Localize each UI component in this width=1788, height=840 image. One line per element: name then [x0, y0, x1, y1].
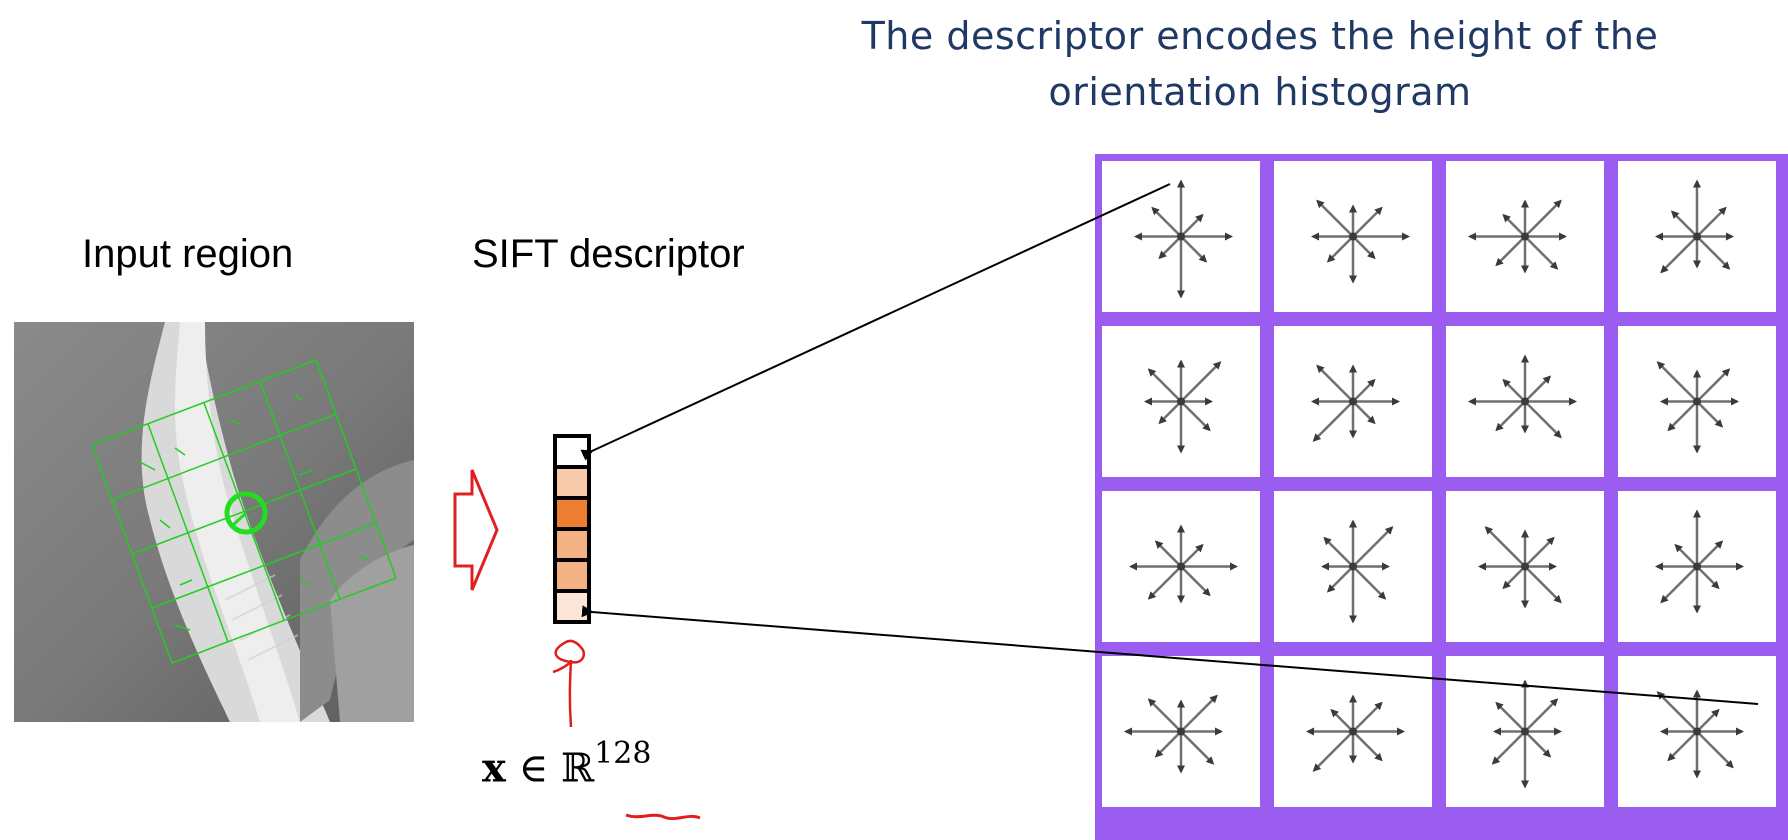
orientation-histogram-grid — [1095, 154, 1788, 840]
right-arrow-icon — [453, 469, 499, 591]
orientation-star-icon — [1655, 509, 1744, 614]
title-line-2: orientation histogram — [1048, 70, 1472, 114]
histogram-cell — [1274, 491, 1432, 642]
title-line-1: The descriptor encodes the height of the — [861, 14, 1659, 58]
orientation-star-icon — [1311, 364, 1400, 442]
histogram-cell — [1102, 656, 1260, 807]
up-arrow-icon — [552, 639, 585, 728]
orientation-star-icon — [1321, 519, 1394, 624]
descriptor-cell — [553, 465, 591, 500]
descriptor-cell — [553, 434, 591, 469]
orientation-star-icon — [1491, 679, 1562, 789]
vector-symbol: x — [482, 744, 506, 792]
descriptor-cell — [553, 496, 591, 531]
orientation-star-icon — [1306, 694, 1405, 772]
histogram-cell — [1446, 491, 1604, 642]
orientation-star-icon — [1656, 361, 1739, 454]
histogram-cell — [1446, 656, 1604, 807]
dimension-superscript: 128 — [594, 736, 652, 771]
orientation-star-icon — [1134, 179, 1233, 299]
top-connector-arrow — [580, 183, 1171, 461]
histogram-cell — [1274, 656, 1432, 807]
descriptor-cell — [553, 589, 591, 624]
keypoint-circle-icon — [224, 491, 268, 535]
histogram-cell — [1446, 161, 1604, 312]
orientation-star-icon — [1144, 359, 1222, 454]
descriptor-formula: x ∈ ℝ128 — [482, 736, 651, 792]
orientation-star-icon — [1655, 179, 1734, 274]
histogram-cell — [1274, 161, 1432, 312]
orientation-star-icon — [1468, 199, 1567, 274]
descriptor-cell — [553, 558, 591, 593]
sift-descriptor-label: SIFT descriptor — [472, 232, 745, 276]
orientation-star-icon — [1129, 524, 1238, 604]
histogram-cell — [1274, 326, 1432, 477]
descriptor-vector — [553, 434, 591, 624]
annotation-underline — [625, 813, 701, 821]
bottom-connector-arrow — [581, 605, 1759, 705]
input-region-image — [14, 322, 414, 722]
orientation-star-icon — [1468, 354, 1577, 439]
histogram-cell — [1446, 326, 1604, 477]
orientation-star-icon — [1478, 526, 1562, 609]
histogram-cell — [1102, 161, 1260, 312]
input-region-label: Input region — [82, 232, 294, 276]
orientation-star-icon — [1311, 199, 1410, 284]
real-space-symbol: ℝ — [560, 745, 595, 792]
histogram-cell — [1102, 326, 1260, 477]
slide-title: The descriptor encodes the height of the… — [860, 8, 1660, 120]
histogram-cell — [1618, 161, 1776, 312]
histogram-cell — [1618, 326, 1776, 477]
descriptor-grid-overlay — [91, 359, 397, 664]
element-of-symbol: ∈ — [518, 745, 549, 792]
orientation-star-icon — [1656, 689, 1744, 779]
histogram-cell — [1618, 491, 1776, 642]
histogram-cell — [1618, 656, 1776, 807]
orientation-star-icon — [1124, 694, 1223, 774]
descriptor-cell — [553, 527, 591, 562]
histogram-cell — [1102, 491, 1260, 642]
